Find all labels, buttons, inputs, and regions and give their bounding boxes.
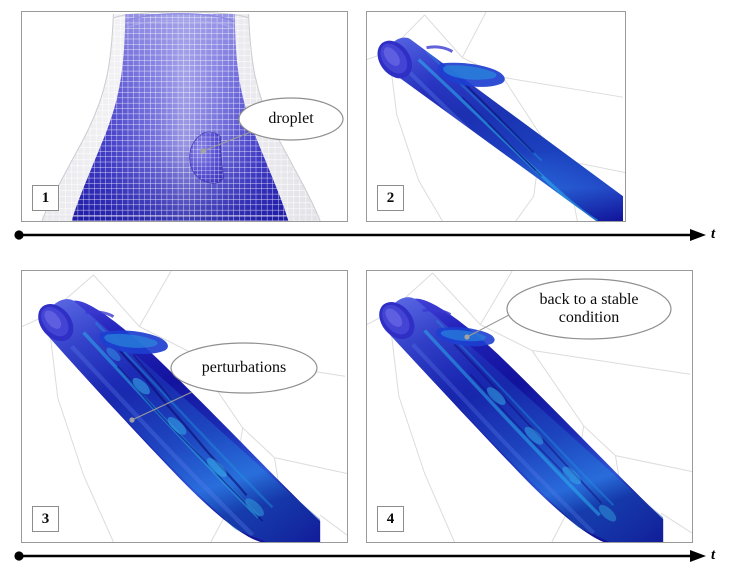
panel-2: 2 bbox=[366, 11, 626, 222]
panel-1-number: 1 bbox=[32, 185, 59, 211]
callout-droplet: droplet bbox=[198, 96, 347, 166]
time-axis-bottom bbox=[14, 547, 706, 569]
panel-2-render bbox=[367, 12, 625, 221]
time-axis-top bbox=[14, 226, 706, 248]
panel-4: back to a stable condition 4 bbox=[366, 270, 693, 543]
panel-4-number: 4 bbox=[377, 506, 404, 532]
panel-3: perturbations 3 bbox=[21, 270, 348, 543]
time-axis-bottom-label: t bbox=[711, 547, 716, 563]
callout-stable-condition: back to a stable condition bbox=[461, 275, 687, 355]
panel-1: droplet 1 bbox=[21, 11, 348, 222]
panel-2-number: 2 bbox=[377, 185, 404, 211]
panel-4-render bbox=[367, 271, 692, 542]
panel-3-render bbox=[22, 271, 347, 542]
panel-3-number: 3 bbox=[32, 506, 59, 532]
callout-perturbations: perturbations bbox=[126, 328, 326, 438]
time-axis-top-label: t bbox=[711, 226, 716, 242]
